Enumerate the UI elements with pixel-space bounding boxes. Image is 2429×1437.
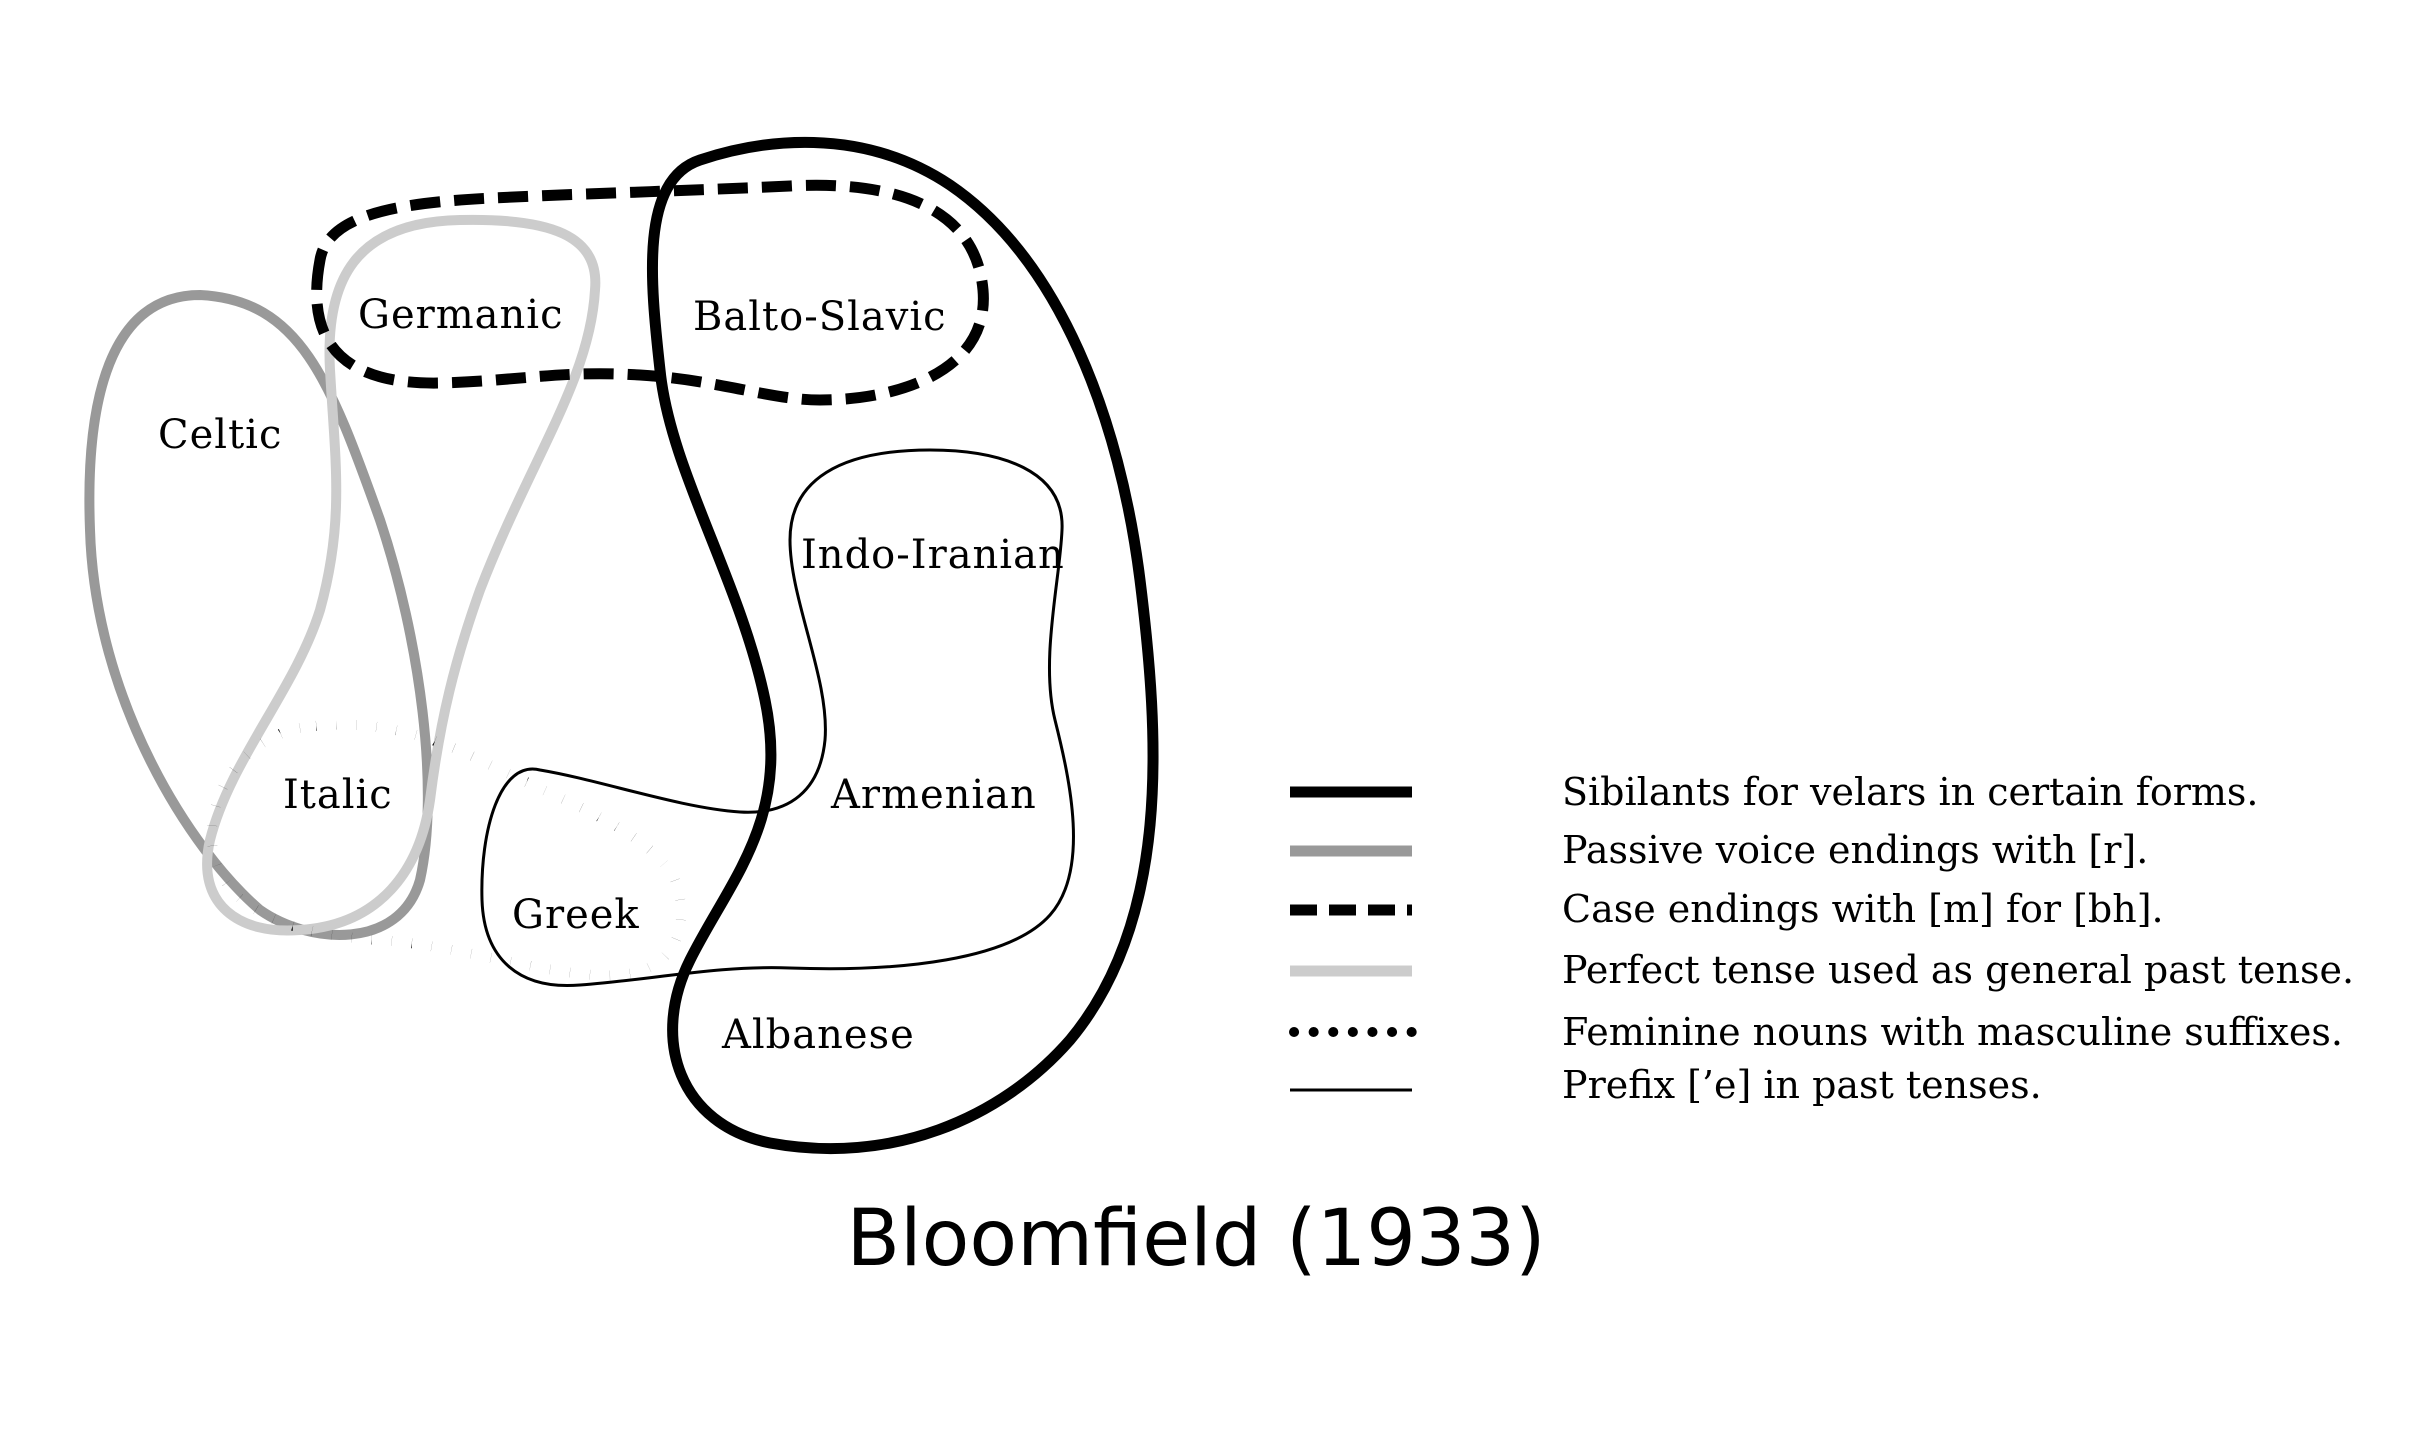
isogloss-passive-r [84, 290, 433, 940]
legend-label-passive: Passive voice endings with [r]. [1562, 828, 2148, 872]
legend-label-feminine: Feminine nouns with masculine suffixes. [1562, 1010, 2343, 1054]
isogloss-case-m [311, 179, 989, 406]
isogloss-perfect-past [202, 214, 601, 936]
label-celtic: Celtic [158, 412, 282, 458]
legend-label-sibilants: Sibilants for velars in certain forms. [1562, 770, 2259, 814]
label-italic: Italic [283, 772, 393, 818]
label-indo-iranian: Indo-Iranian [801, 532, 1065, 578]
label-armenian: Armenian [830, 772, 1037, 818]
legend: Sibilants for velars in certain forms. P… [1289, 770, 2354, 1107]
label-germanic: Germanic [358, 292, 563, 338]
label-greek: Greek [512, 892, 640, 938]
isogloss-sibilants [646, 136, 1159, 1155]
label-albanese: Albanese [721, 1012, 915, 1058]
legend-label-case: Case endings with [m] for [bh]. [1562, 887, 2164, 931]
label-balto-slavic: Balto-Slavic [693, 294, 947, 340]
legend-label-prefix: Prefix [’e] in past tenses. [1562, 1063, 2042, 1107]
isogloss-prefix-e [480, 448, 1075, 988]
legend-label-perfect: Perfect tense used as general past tense… [1562, 948, 2354, 992]
caption: Bloomfield (1933) [846, 1194, 1545, 1284]
